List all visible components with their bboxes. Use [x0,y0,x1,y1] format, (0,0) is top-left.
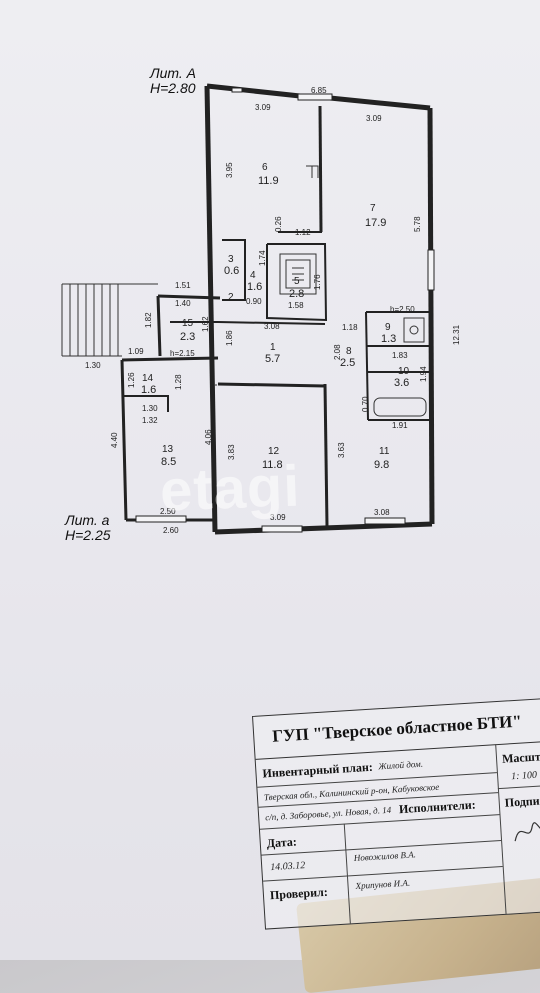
dim-label: 1.26 [127,372,136,388]
dim-label: 1.09 [128,347,144,356]
date-value: 14.03.12 [269,860,306,874]
room-number: 5 [294,276,300,287]
dim-label: 1.30 [142,404,158,413]
dim-label: 3.83 [227,444,236,460]
signature-mark [514,822,540,842]
room-labels: 6 11.9 7 17.9 3 0.6 4 1.6 2 5 2.8 15 2.3… [141,162,410,471]
scale-label: Масшт [501,749,540,766]
dim-label: 2.60 [163,526,179,535]
dim-label: 5.78 [413,216,422,232]
dim-label: 3.63 [337,442,346,458]
room-number: 1 [270,342,276,353]
dim-label: 1.28 [174,374,183,390]
room-number: 10 [398,366,410,377]
dim-label: 0.26 [274,216,283,232]
room-number: 7 [370,203,376,214]
room-area: 3.6 [394,377,409,389]
scale-value: 1: 100 [510,769,538,783]
room-area: 1.6 [247,281,262,293]
dim-label: 3.95 [225,162,234,178]
dim-label: 1.62 [201,316,210,332]
dim-label: 3.09 [270,513,286,522]
dim-label: 12.31 [452,324,461,345]
dim-label: 1.18 [342,323,358,332]
room-number: 4 [250,270,256,281]
room-area: 17.9 [365,217,386,229]
room-area: 0.6 [224,265,239,277]
dim-label: 3.08 [374,508,390,517]
column-divider [495,744,507,914]
room-number: 3 [228,254,234,265]
dim-label: 1.82 [144,312,153,328]
dim-label: 1.32 [142,416,158,425]
title-block: ГУП "Тверское областное БТИ" Инвентарный… [252,697,540,930]
checked-name: Хрипунов И.А. [355,877,411,891]
dim-label: 1.12 [295,228,311,237]
watermark: etagi [158,453,302,524]
lit-a-main-label: Лит. А [149,65,196,81]
dim-label: 3.09 [366,114,382,123]
sign-label: Подпис [504,793,540,810]
room-number: 13 [162,444,174,455]
room-area: 11.8 [262,459,283,471]
height-small-label: Н=2.25 [65,527,111,543]
room-area: 11.9 [258,175,279,187]
dim-label: 1.74 [258,250,267,266]
dim-label: 2.50 [160,507,176,516]
lit-a-small-label: Лит. а [64,512,110,528]
dim-label: 3.09 [255,103,271,112]
room-area: 1.6 [141,384,156,396]
date-column-divider [343,823,351,924]
dim-label: 1.51 [175,281,191,290]
room-area: 9.8 [374,459,389,471]
dim-label: 3.08 [264,322,280,331]
room-number: 6 [262,162,268,173]
room-number: 11 [379,446,390,457]
room-area: 2.5 [340,357,355,369]
plan-fixtures [61,165,427,417]
dim-label: 1.83 [392,351,408,360]
height-main-label: Н=2.80 [150,80,196,96]
room-area: 2.8 [289,288,304,300]
room-number: 9 [385,322,391,333]
dimension-labels: 6.85 3.09 3.09 3.95 0.26 1.12 5.78 1.74 … [85,86,461,535]
dim-label: 1.94 [419,366,428,382]
dim-label: 0.70 [361,396,370,412]
dim-label: 1.86 [225,330,234,346]
dim-label: 6.85 [311,86,327,95]
room-area: 1.3 [381,333,396,345]
room-number: 8 [346,346,352,357]
room-number: 14 [142,373,154,384]
dim-label: 1.40 [175,299,191,308]
scale-divider [497,784,540,790]
dim-label: 2.08 [333,344,342,360]
dim-label: 1.58 [288,301,304,310]
room-area: 8.5 [161,456,176,468]
checked-label: Проверил: [269,884,329,903]
dim-label: 4.40 [110,432,119,448]
dim-label: 1.91 [392,421,408,430]
executor-name: Новожилов В.А. [353,849,417,864]
dim-label: h=2.50 [390,305,415,314]
dim-label: 1.76 [313,274,322,290]
floor-plan: Лит. А Н=2.80 Лит. а Н=2.25 6 11.9 7 17.… [61,65,461,543]
plan-windows [135,87,435,533]
address-line-2: с/п, д. Заборовье, ул. Новая, д. 14 [264,804,392,823]
dim-label: 4.06 [204,429,213,445]
dim-label: h=2.15 [170,349,195,358]
date-label: Дата: [266,834,298,851]
room-number: 2 [228,292,234,303]
executor-label: Исполнители: [398,797,477,817]
room-number: 12 [268,446,280,457]
room-number: 15 [182,318,194,329]
room-area: 2.3 [180,331,195,343]
dim-label: 1.30 [85,361,101,370]
room-area: 5.7 [265,353,280,365]
dim-label: 0.90 [246,297,262,306]
